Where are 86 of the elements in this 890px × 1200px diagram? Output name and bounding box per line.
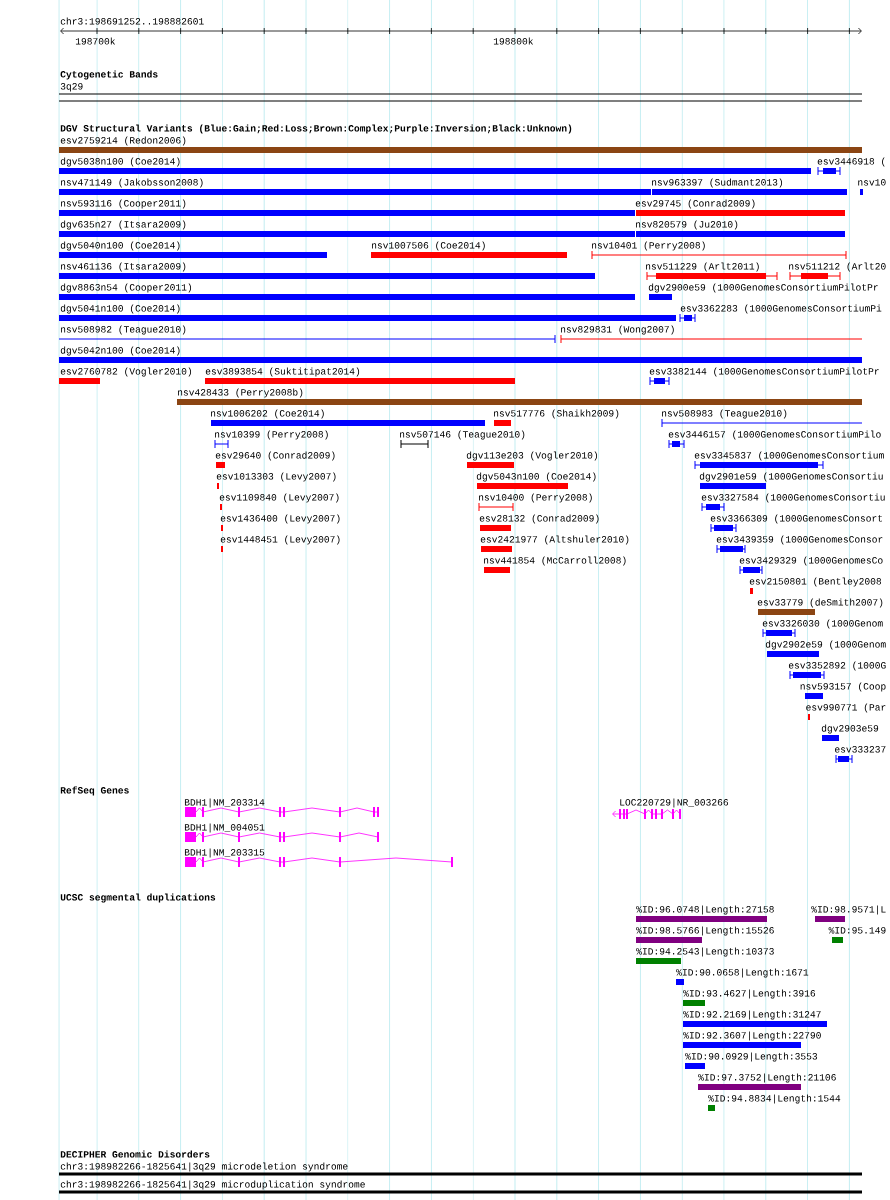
duplication-label: %ID:92.2169|Length:31247 bbox=[683, 1010, 821, 1020]
variant-label: nsv1007506 (Coe2014) bbox=[372, 241, 485, 251]
variant-label: dgv635n27 (Itsara2009) bbox=[60, 220, 186, 230]
variant-label: esv333237 bbox=[835, 746, 886, 753]
variant-label: nsv963397 (Sudmant2013) bbox=[652, 178, 783, 188]
variant-label: dgv5043n100 (Coe2014) bbox=[476, 472, 596, 482]
variant-label: esv3382144 (1000GenomesConsortiumPilotPr bbox=[649, 367, 879, 377]
gene-label: BDH1|NM_004051 bbox=[184, 823, 265, 833]
variant-label: esv28132 (Conrad2009) bbox=[479, 514, 599, 524]
variant-label: nsv593157 (Coop bbox=[800, 682, 886, 692]
variant-label: dgv5040n100 (Coe2014) bbox=[60, 241, 180, 251]
variant-label: nsv508982 (Teague2010) bbox=[61, 325, 186, 335]
variant-label: dgv2900e59 (1000GenomesConsortiumPilotPr bbox=[648, 283, 878, 293]
variant-label: esv1448451 (Levy2007) bbox=[220, 535, 340, 545]
variant-label: nsv511229 (Arlt2011) bbox=[646, 262, 759, 272]
variant-label: nsv511212 (Arlt20 bbox=[789, 262, 886, 272]
variant-label: nsv441854 (McCarroll2008) bbox=[484, 556, 626, 566]
duplication-label: %ID:90.0658|Length:1671 bbox=[676, 968, 809, 978]
variant-label: dgv113e203 (Vogler2010) bbox=[466, 451, 598, 461]
variant-label: esv990771 (Par bbox=[806, 703, 886, 713]
variant-label: esv2150801 (Bentley2008 bbox=[749, 577, 882, 587]
variant-label: nsv517776 (Shaikh2009) bbox=[494, 409, 619, 419]
variant-label: nsv507146 (Teague2010) bbox=[400, 430, 525, 440]
variant-label: esv33779 (deSmith2007) bbox=[757, 598, 883, 608]
variant-label: esv29640 (Conrad2009) bbox=[215, 451, 335, 461]
scale-label: 198700k bbox=[75, 37, 116, 45]
duplication-label: %ID:90.0929|Length:3553 bbox=[685, 1052, 818, 1062]
duplication-label: %ID:96.0748|Length:27158 bbox=[636, 905, 774, 915]
track-title: Cytogenetic Bands bbox=[60, 70, 158, 80]
variant-label: esv3366309 (1000GenomesConsort bbox=[710, 514, 882, 524]
variant-label: dgv2903e59 bbox=[821, 724, 879, 734]
variant-label: nsv10400 (Perry2008) bbox=[479, 493, 592, 503]
variant-label: nsv10401 (Perry2008) bbox=[592, 241, 705, 251]
variant-label: esv3439359 (1000GenomesConsor bbox=[716, 535, 883, 545]
variant-label: nsv10399 (Perry2008) bbox=[215, 430, 328, 440]
position-label: chr3:198691252..198882601 bbox=[60, 17, 204, 25]
variant-label: esv3352892 (1000G bbox=[788, 661, 886, 671]
disorder-label: chr3:198982266-1825641|3q29 microdeletion syndrome bbox=[60, 1162, 348, 1172]
variant-label: nsv508983 (Teague2010) bbox=[662, 409, 787, 419]
track-title: UCSC segmental duplications bbox=[60, 893, 216, 903]
variant-label: esv3893854 (Suktitipat2014) bbox=[205, 367, 360, 377]
variant-label: esv1109840 (Levy2007) bbox=[219, 493, 339, 503]
duplication-label: %ID:94.2543|Length:10373 bbox=[636, 947, 774, 957]
duplication-label: %ID:98.5766|Length:15526 bbox=[636, 926, 774, 936]
variant-label: nsv461136 (Itsara2009) bbox=[61, 262, 186, 272]
variant-label: nsv428433 (Perry2008b) bbox=[178, 388, 303, 398]
track-title: DECIPHER Genomic Disorders bbox=[60, 1150, 210, 1158]
variant-label: esv3327584 (1000GenomesConsortiu bbox=[701, 493, 885, 503]
variant-label: dgv5041n100 (Coe2014) bbox=[60, 304, 180, 314]
duplication-label: %ID:92.3607|Length:22790 bbox=[683, 1031, 821, 1041]
duplication-label: %ID:93.4627|Length:3916 bbox=[683, 989, 816, 999]
duplication-label: %ID:97.3752|Length:21106 bbox=[698, 1073, 836, 1083]
variant-label: esv2421977 (Altshuler2010) bbox=[480, 535, 629, 545]
variant-label: esv3326030 (1000Genom bbox=[762, 619, 883, 629]
variant-label: esv29745 (Conrad2009) bbox=[635, 199, 755, 209]
variant-label: esv3362283 (1000GenomesConsortiumPi bbox=[680, 304, 882, 314]
variant-label: dgv8863n54 (Cooper2011) bbox=[60, 283, 192, 293]
duplication-label: %ID:94.8834|Length:1544 bbox=[708, 1094, 841, 1104]
gene-label: BDH1|NM_203314 bbox=[184, 798, 265, 808]
variant-label: esv3345837 (1000GenomesConsortium bbox=[694, 451, 884, 461]
variant-label: esv3446918 ( bbox=[817, 157, 885, 167]
variant-label: esv1013303 (Levy2007) bbox=[216, 472, 336, 482]
gene-label: BDH1|NM_203315 bbox=[184, 848, 265, 858]
variant-label: nsv1006202 (Coe2014) bbox=[211, 409, 324, 419]
variant-label: nsv471149 (Jakobsson2008) bbox=[61, 178, 203, 188]
gene-label: LOC220729|NR_003266 bbox=[620, 798, 728, 808]
band-label: 3q29 bbox=[60, 83, 83, 92]
variant-label: dgv2901e59 (1000GenomesConsortiu bbox=[699, 472, 883, 482]
variant-label: esv1436400 (Levy2007) bbox=[220, 514, 340, 524]
variant-label: esv2759214 (Redon2006) bbox=[60, 136, 186, 146]
variant-label: dgv2902e59 (1000Genom bbox=[765, 640, 886, 650]
variant-label: dgv5038n100 (Coe2014) bbox=[60, 157, 180, 167]
duplication-label: %ID:95.149 bbox=[828, 927, 886, 934]
track-title: DGV Structural Variants (Blue:Gain;Red:Loss;Brown:Complex;Purple:Inversion;Black:Unknown) bbox=[60, 124, 572, 134]
track-title: RefSeq Genes bbox=[60, 786, 129, 796]
variant-label: nsv820579 (Ju2010) bbox=[636, 220, 738, 230]
scale-label: 198800k bbox=[493, 37, 534, 45]
variant-label: nsv593116 (Cooper2011) bbox=[61, 199, 186, 209]
disorder-label: chr3:198982266-1825641|3q29 microduplication syndrome bbox=[60, 1180, 365, 1190]
variant-label: esv3429329 (1000GenomesCo bbox=[739, 556, 883, 566]
duplication-label: %ID:98.9571|L bbox=[811, 905, 886, 915]
variant-label: esv3446157 (1000GenomesConsortiumPilo bbox=[668, 430, 881, 440]
variant-label: esv2760782 (Vogler2010) bbox=[60, 367, 192, 377]
variant-label: nsv10 bbox=[858, 179, 886, 186]
variant-label: dgv5042n100 (Coe2014) bbox=[60, 346, 180, 356]
variant-label: nsv829831 (Wong2007) bbox=[561, 325, 674, 335]
